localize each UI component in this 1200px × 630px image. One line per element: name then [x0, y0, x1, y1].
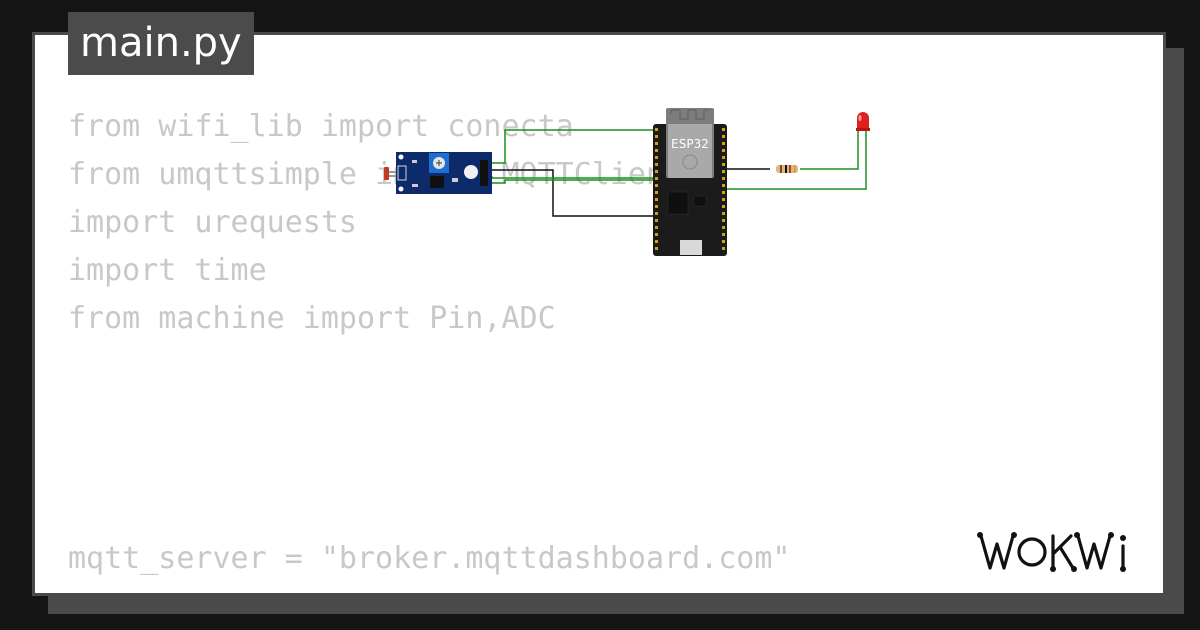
code-line: mqtt_port = 1883	[68, 583, 357, 593]
esp32-module-shield	[668, 124, 712, 178]
wire-led-cathode	[724, 130, 867, 190]
light-sensor-module	[384, 152, 492, 194]
resistor	[776, 165, 798, 173]
led-body	[857, 112, 869, 130]
code-card: from wifi_lib import conecta from umqtts…	[32, 32, 1166, 596]
resistor-band	[794, 165, 796, 173]
sensor-footprint	[397, 165, 407, 181]
photoresistor-lead	[389, 175, 396, 177]
smd-part	[412, 184, 418, 187]
code-line: from machine import Pin,ADC	[68, 301, 556, 336]
led-rim	[856, 128, 870, 131]
wire-gnd	[488, 169, 657, 217]
wire-led-anode	[800, 130, 859, 170]
antenna-trace	[669, 109, 710, 120]
wire-signal-2	[488, 179, 657, 184]
wire-vcc	[488, 129, 657, 164]
header-pins	[480, 160, 488, 186]
wokwi-logo	[977, 532, 1126, 572]
code-line: import urequests	[68, 205, 357, 240]
smd-part	[452, 178, 458, 182]
usb-port	[680, 240, 702, 255]
resistor-band	[780, 165, 782, 173]
code-line: mqtt_server = "broker.mqttdashboard.com"	[68, 541, 791, 576]
red-led	[856, 112, 870, 131]
espressif-logo-icon	[682, 154, 698, 170]
regulator	[693, 195, 707, 207]
pin-header-left	[655, 128, 658, 250]
indicator-led	[464, 165, 478, 179]
comparator-chip	[430, 176, 444, 188]
code-line: import time	[68, 253, 267, 288]
wire-signal	[488, 176, 657, 179]
photoresistor-lead	[389, 171, 396, 173]
code-line: from wifi_lib import conecta	[68, 109, 574, 144]
esp32-board: ESP32	[653, 108, 727, 256]
esp32-label: ESP32	[671, 137, 709, 151]
code-line: from umqttsimple import MQTTClient	[68, 157, 683, 192]
pin-header-right	[722, 128, 725, 250]
potentiometer-slot	[436, 160, 442, 166]
led-highlight	[858, 115, 862, 121]
smd-part	[412, 160, 417, 163]
usb-chip	[667, 191, 689, 215]
resistor-band	[785, 165, 787, 173]
mount-hole	[398, 186, 404, 192]
resistor-band	[789, 165, 791, 173]
file-tab: main.py	[68, 12, 254, 75]
photoresistor	[384, 167, 389, 180]
mount-hole	[398, 154, 404, 160]
